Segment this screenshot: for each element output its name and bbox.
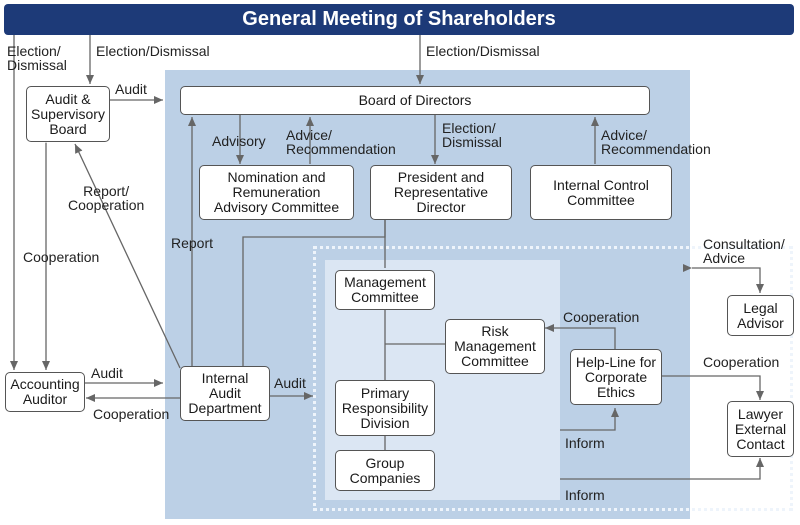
group-companies-box[interactable]: Group Companies (335, 450, 435, 491)
internal-control-system-region (313, 246, 793, 511)
label-consultation-advice: Consultation/ Advice (703, 236, 785, 266)
label-report-cooperation: Report/ Cooperation (68, 183, 145, 213)
label-election-dismissal-mid: Election/Dismissal (96, 43, 210, 59)
label-audit-internal: Audit (274, 375, 306, 391)
label-cooperation-bottom: Cooperation (93, 406, 170, 422)
president-representative-director-box[interactable]: President and Representative Director (370, 165, 512, 220)
label-cooperation-helpline-risk: Cooperation (563, 309, 640, 325)
helpline-corporate-ethics-box[interactable]: Help-Line for Corporate Ethics (570, 349, 662, 405)
label-election-dismissal-president: Election/ Dismissal (442, 120, 502, 150)
management-committee-box[interactable]: Management Committee (335, 270, 435, 310)
label-report: Report (171, 235, 214, 251)
label-audit-top: Audit (115, 81, 147, 97)
internal-control-committee-box[interactable]: Internal Control Committee (530, 165, 672, 220)
label-advisory: Advisory (212, 133, 266, 149)
label-election-dismissal-board: Election/Dismissal (426, 43, 540, 59)
risk-management-committee-box[interactable]: Risk Management Committee (445, 319, 545, 374)
label-advice-recommendation-1: Advice/ Recommendation (286, 127, 396, 157)
lawyer-external-contact-box[interactable]: Lawyer External Contact (727, 401, 794, 457)
legal-advisor-box[interactable]: Legal Advisor (727, 295, 794, 336)
label-cooperation-helpline-lawyer: Cooperation (703, 354, 780, 370)
audit-supervisory-board-box[interactable]: Audit & Supervisory Board (26, 86, 110, 142)
label-inform-1: Inform (565, 435, 605, 451)
label-audit-accounting: Audit (91, 365, 123, 381)
primary-responsibility-division-box[interactable]: Primary Responsibility Division (335, 380, 435, 436)
accounting-auditor-box[interactable]: Accounting Auditor (5, 372, 85, 412)
label-cooperation-left: Cooperation (23, 249, 100, 265)
label-advice-recommendation-2: Advice/ Recommendation (601, 127, 711, 157)
label-election-dismissal-left: Election/ Dismissal (7, 43, 67, 73)
nomination-remuneration-committee-box[interactable]: Nomination and Remuneration Advisory Com… (199, 165, 354, 220)
internal-audit-department-box[interactable]: Internal Audit Department (180, 366, 270, 421)
board-of-directors-box[interactable]: Board of Directors (180, 86, 650, 115)
label-inform-2: Inform (565, 487, 605, 503)
page-title: General Meeting of Shareholders (4, 4, 794, 35)
